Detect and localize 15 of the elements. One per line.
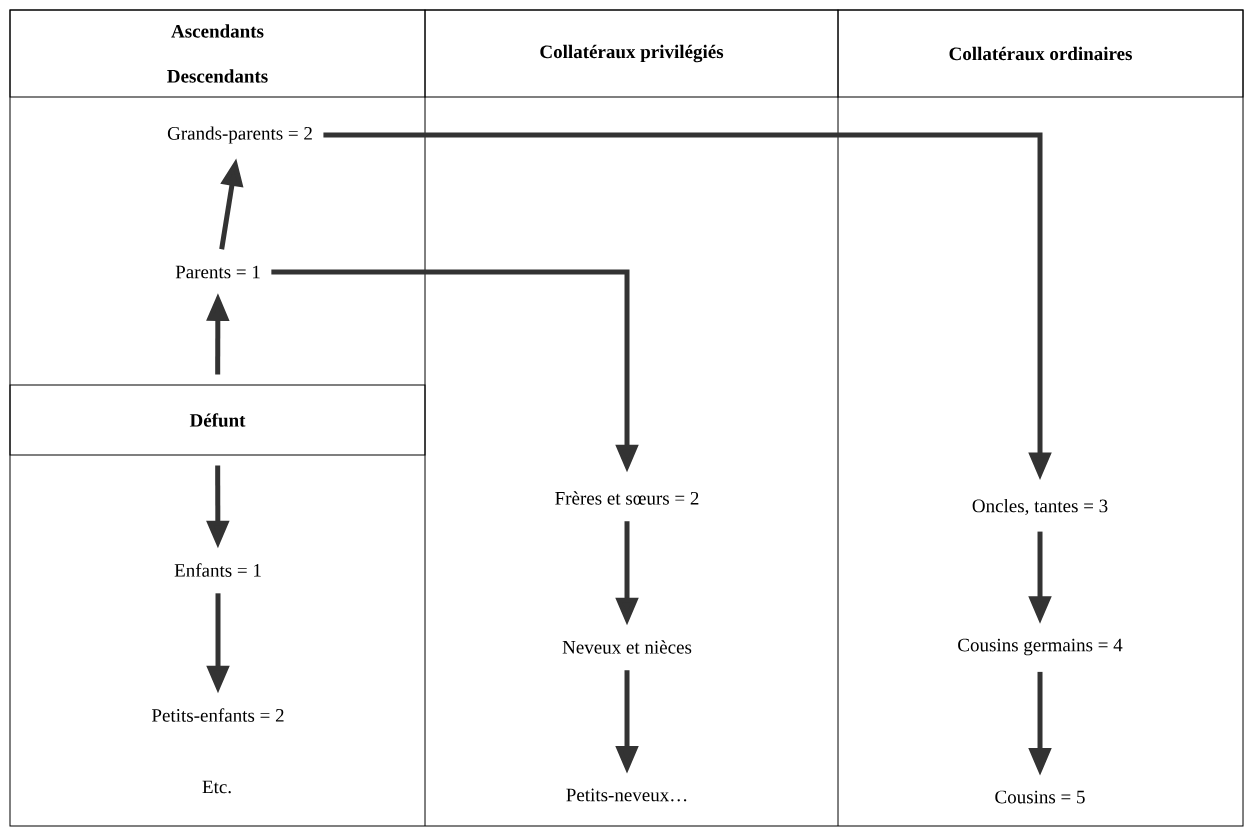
relative-label: Parents = 1 xyxy=(175,265,260,279)
column-header: Collatéraux ordinaires xyxy=(837,9,1244,98)
note-text: Etc. xyxy=(202,780,231,794)
column-header: Ascendants Descendants xyxy=(9,9,426,98)
deceased-box: Défunt xyxy=(9,384,426,456)
column-header: Collatéraux privilégiés xyxy=(424,9,839,98)
relative-label: Cousins germains = 4 xyxy=(958,638,1123,656)
relative-label: Petits-enfants = 2 xyxy=(152,708,284,722)
relative-label: Enfants = 1 xyxy=(174,563,261,577)
relative-label: Cousins = 5 xyxy=(995,790,1085,804)
relative-label: Petits-neveux… xyxy=(566,788,687,802)
relative-label: Frères et sœurs = 2 xyxy=(555,491,699,505)
relative-label: Neveux et nièces xyxy=(562,640,692,654)
relative-label: Grands-parents = 2 xyxy=(167,126,312,144)
relative-label: Oncles, tantes = 3 xyxy=(972,498,1108,516)
